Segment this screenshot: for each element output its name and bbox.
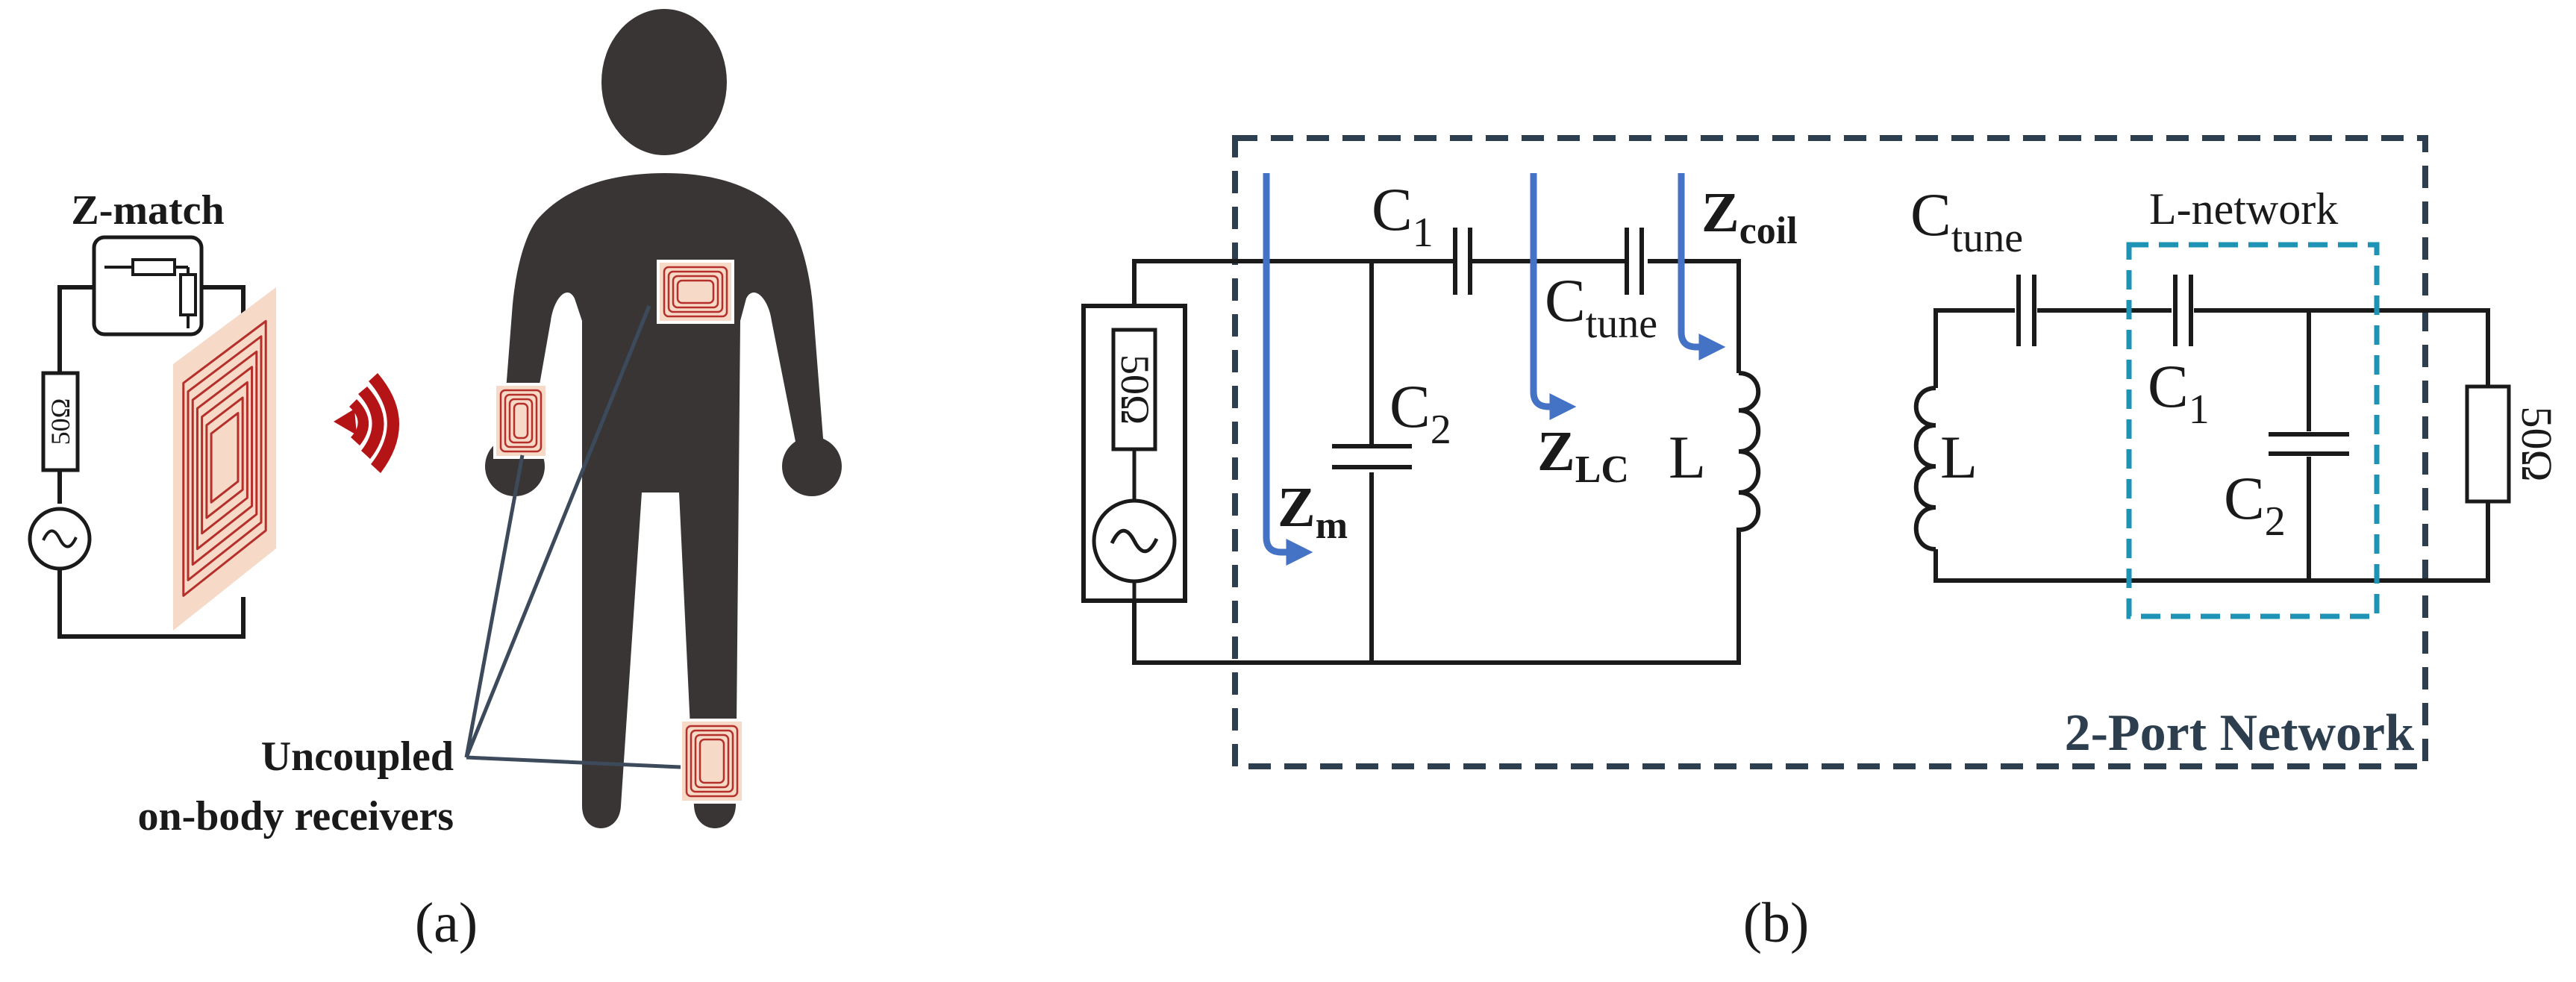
receiver-pointer-lines <box>464 305 681 769</box>
inductor-l-right <box>1913 386 1936 551</box>
impedance-arrows <box>1263 173 1726 566</box>
capacitor-ctune-left <box>1625 228 1644 295</box>
zmatch-label: Z-match <box>71 187 224 234</box>
capacitor-c2-right <box>2269 432 2349 456</box>
source-resistor: 50Ω <box>41 371 80 472</box>
label-l-right: L <box>1940 423 1978 491</box>
panel-b: 2-Port Network 50Ω <box>1081 135 2561 954</box>
capacitor-ctune-right <box>2016 275 2036 346</box>
load-resistor-label: 50Ω <box>2513 406 2561 481</box>
source-resistor-label: 50Ω <box>46 398 75 445</box>
zmatch-box <box>92 235 204 337</box>
receiver-coil-ankle <box>679 719 745 804</box>
ac-source-icon <box>28 507 92 571</box>
label-zm: Zm <box>1278 476 1348 547</box>
label-ctune-right: Ctune <box>1910 181 2023 261</box>
load-resistor: 50Ω <box>2465 384 2561 504</box>
capacitor-c1-right <box>2173 275 2193 346</box>
receiver-coil-wrist <box>493 383 548 459</box>
receivers-label-line1: Uncoupled <box>261 734 454 780</box>
caption-b: (b) <box>1743 892 1810 954</box>
label-lnetwork: L-network <box>2149 184 2338 234</box>
right-circuit-wires <box>1933 308 2490 583</box>
left-source-resistor-label: 50Ω <box>1113 354 1157 425</box>
label-c1-left: C1 <box>1372 175 1434 256</box>
left-source-block: 50Ω <box>1081 304 1187 603</box>
label-c2-right: C2 <box>2224 464 2286 545</box>
panel-a: Z-match 50Ω <box>28 9 842 954</box>
label-c1-right: C1 <box>2148 352 2210 433</box>
capacitor-c1-left <box>1453 228 1472 295</box>
arrow-zcoil <box>1678 173 1726 360</box>
receiver-coil-chest <box>657 260 734 324</box>
two-port-network-border <box>1232 135 2428 769</box>
two-port-network-label: 2-Port Network <box>2065 704 2415 762</box>
label-ctune-left: Ctune <box>1545 266 1657 347</box>
arrow-zm <box>1263 173 1313 566</box>
transmitter-coil <box>173 287 276 631</box>
wireless-signal-icon <box>334 373 400 473</box>
capacitor-c2-left <box>1332 444 1412 469</box>
receivers-label-line2: on-body receivers <box>137 793 454 839</box>
label-zlc: ZLC <box>1537 420 1629 491</box>
arrow-zlc <box>1530 173 1577 420</box>
label-zcoil: Zcoil <box>1701 181 1798 252</box>
inductor-l-left <box>1736 371 1761 567</box>
label-c2-left: C2 <box>1389 372 1451 453</box>
label-l-left: L <box>1669 423 1706 491</box>
l-network-border <box>2126 242 2380 619</box>
caption-a: (a) <box>415 892 478 954</box>
